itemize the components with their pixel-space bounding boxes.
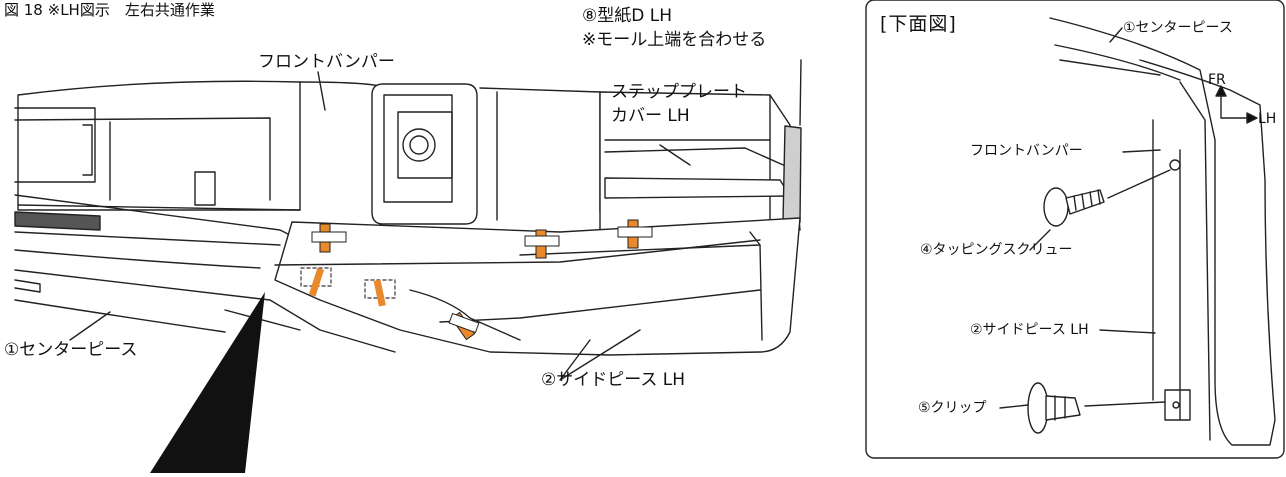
- step-plate-label-line1: ステッププレート: [611, 82, 747, 102]
- inset-title: [下面図]: [880, 13, 957, 35]
- inset-side-piece-label: ②サイドピース LH: [970, 322, 1089, 338]
- leader-lines-main: [69, 59, 802, 381]
- tape-2-cover: [524, 235, 560, 247]
- front-bumper-label: フロントバンパー: [258, 52, 395, 72]
- inset-underside-drawing: [1049, 17, 1276, 446]
- tapes: [308, 219, 653, 341]
- tape-5: [373, 279, 386, 307]
- callout-pointer: [150, 292, 265, 473]
- leader-lines-inset: [999, 27, 1161, 409]
- step-plate-label-line2: カバー LH: [611, 106, 690, 126]
- tape-4: [308, 267, 325, 297]
- template-label-line2: ※モール上端を合わせる: [582, 30, 767, 50]
- inset-tapping-screw-label: ④タッピングスクリュー: [920, 242, 1073, 258]
- center-piece-label: ①センターピース: [4, 340, 138, 360]
- inset-frame: [865, 0, 1285, 459]
- inset-center-piece-label: ①センターピース: [1123, 20, 1233, 36]
- template-label-line1: ⑧型紙D LH: [582, 6, 672, 26]
- figure-title: 図 18 ※LH図示 左右共通作業: [4, 1, 215, 19]
- inset-clip-label: ⑤クリップ: [918, 400, 987, 416]
- tape-1-cover: [311, 231, 347, 243]
- direction-indicator: [1215, 85, 1258, 124]
- front-bumper-drawing: [14, 80, 802, 233]
- inset-front-bumper-label: フロントバンパー: [970, 143, 1083, 159]
- direction-fr-label: FR: [1208, 72, 1226, 88]
- side-piece-label: ②サイドピース LH: [541, 370, 686, 390]
- direction-lh-label: LH: [1258, 111, 1277, 127]
- tapping-screw-drawing: [1043, 169, 1171, 227]
- clip-drawing: [1027, 382, 1166, 434]
- center-piece-drawing: [14, 194, 396, 353]
- tape-3-cover: [617, 226, 653, 238]
- tape-6-cover: [448, 312, 480, 334]
